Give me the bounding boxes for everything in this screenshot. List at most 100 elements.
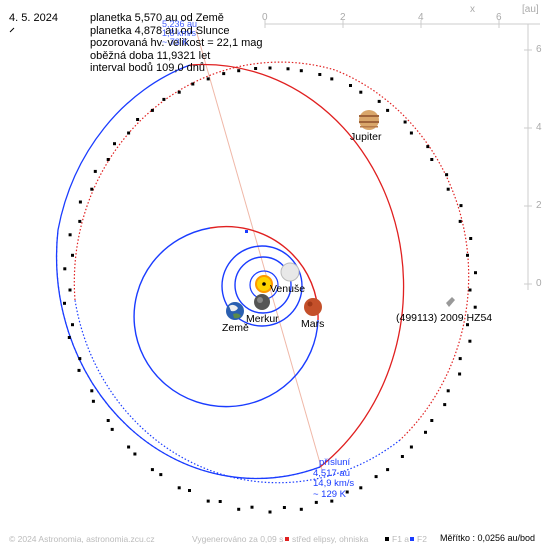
asteroid-interval-point [127, 445, 131, 449]
asteroid-interval-point [330, 499, 334, 503]
info-line-distance-earth: planetka 5,570 au od Země [90, 12, 224, 24]
venus-icon[interactable] [280, 262, 300, 282]
asteroid-interval-point [177, 486, 181, 490]
perihelion-title: přísluní [319, 457, 351, 468]
y-tick-label-2: 2 [536, 200, 542, 211]
mars-icon[interactable] [304, 298, 322, 316]
asteroid-interval-point [466, 253, 469, 257]
jupiter-interval-point [136, 118, 140, 121]
info-line-period: oběžná doba 11,9321 let [90, 49, 211, 62]
footer-legend-f1: F1 a [392, 534, 410, 544]
jupiter-interval-point [468, 339, 472, 343]
footer-legend-center: střed elipsy, ohniska [292, 534, 369, 544]
perihelion-temperature: ~ 129 K [313, 488, 347, 500]
mars-orbit-red [209, 225, 319, 321]
jupiter-interval-point [68, 233, 72, 237]
jupiter-interval-point [63, 267, 67, 271]
venus-label: Venuše [270, 283, 306, 295]
jupiter-interval-point [443, 403, 447, 407]
asteroid-interval-point [206, 77, 210, 81]
jupiter-interval-point [474, 271, 477, 275]
x-axis-letter: x [470, 4, 475, 15]
jupiter-interval-point [159, 473, 163, 477]
venus-orbit [234, 256, 292, 314]
jupiter-interval-point [469, 237, 473, 240]
jupiter-interval-point [318, 73, 322, 76]
jupiter-interval-point [314, 500, 318, 504]
jupiter-interval-point [191, 82, 195, 86]
info-line-distance-sun: planetka 4,878 au od Slunce [90, 24, 230, 37]
asteroid-interval-point [430, 158, 434, 161]
jupiter-interval-point [133, 452, 137, 456]
jupiter-interval-point [403, 120, 407, 124]
mercury-icon[interactable] [254, 294, 270, 310]
jupiter-interval-point [424, 430, 427, 434]
asteroid-interval-point [268, 66, 272, 70]
x-tick-label-4: 4 [418, 12, 424, 23]
info-line-interval: interval bodů 109,0 dnů [90, 62, 205, 74]
jupiter-interval-point [162, 97, 166, 101]
jupiter-icon[interactable] [359, 110, 379, 130]
asteroid-interval-point [127, 131, 131, 135]
x-tick-label-0: 0 [262, 12, 268, 23]
asteroid-interval-point [468, 288, 472, 292]
jupiter-interval-point [78, 200, 82, 204]
apsis-line [195, 29, 323, 471]
legend-f1-marker [385, 537, 389, 541]
legend-f2-marker [410, 537, 414, 541]
info-line-magnitude: pozorovaná hv. velikost = 22,1 mag [90, 37, 263, 49]
asteroid-interval-point [409, 131, 413, 135]
perihelion-speed: 14,9 km/s [313, 478, 355, 489]
jupiter-interval-point [458, 372, 462, 376]
asteroid-orbit-blue [55, 64, 321, 480]
y-tick-label-0: 0 [536, 278, 542, 289]
asteroid-interval-point [206, 499, 210, 503]
aphelion-note: 5,236 au 1,8 km/s ~ 73 K [162, 20, 197, 47]
jupiter-interval-point [400, 455, 404, 458]
earth-icon[interactable] [226, 302, 244, 320]
asteroid-interval-point [458, 219, 462, 223]
asteroid-interval-point [330, 77, 334, 81]
asteroid-interval-point [150, 108, 154, 112]
earth-orbit [221, 245, 303, 327]
perihelion-note: přísluní 4,517 au 14,9 km/s ~ 129 K [313, 457, 355, 500]
earth-label: Země [222, 322, 249, 334]
asteroid-interval-point [446, 389, 450, 393]
asteroid-icon[interactable] [446, 297, 455, 307]
footer-copyright: © 2024 Astronomia, astronomia.zcu.cz [9, 534, 155, 544]
asteroid-interval-point [177, 90, 181, 94]
asteroid-interval-point [466, 323, 469, 327]
asteroid-interval-point [78, 357, 82, 361]
jupiter-interval-point [374, 475, 378, 479]
asteroid-interval-point [90, 389, 94, 393]
mars-label: Mars [301, 318, 325, 330]
y-tick-label-4: 4 [536, 122, 542, 133]
asteroid-interval-point [90, 187, 94, 191]
jupiter-orbit-blue [74, 299, 401, 484]
x-tick-label-2: 2 [340, 12, 346, 23]
jupiter-interval-point [218, 500, 222, 503]
jupiter-orbit-red [73, 61, 470, 441]
perihelion-distance: 4,517 au [313, 467, 350, 479]
jupiter-interval-point [91, 399, 95, 403]
jupiter-interval-point [377, 99, 381, 103]
asteroid-orbit-red [189, 63, 405, 468]
axis-unit: [au] [522, 4, 539, 15]
aphelion-temperature: ~ 73 K [162, 37, 189, 47]
jupiter-interval-point [67, 336, 71, 339]
mercury-label: Merkur [246, 313, 279, 325]
footer-scale: Měřítko : 0,0256 au/bod [440, 533, 536, 543]
x-tick-label-6: 6 [496, 12, 502, 23]
jupiter-interval-point [250, 505, 254, 509]
asteroid-interval-point [78, 219, 82, 223]
jupiter-interval-point [426, 145, 430, 149]
asteroid-interval-point [106, 158, 110, 161]
date-marker-icon [9, 27, 15, 33]
jupiter-interval-point [254, 67, 258, 70]
asteroid-interval-point [359, 486, 363, 490]
jupiter-interval-point [445, 173, 449, 177]
aphelion-speed: 1,8 km/s [162, 28, 197, 38]
jupiter-interval-point [473, 305, 477, 309]
asteroid-interval-point [409, 445, 413, 449]
